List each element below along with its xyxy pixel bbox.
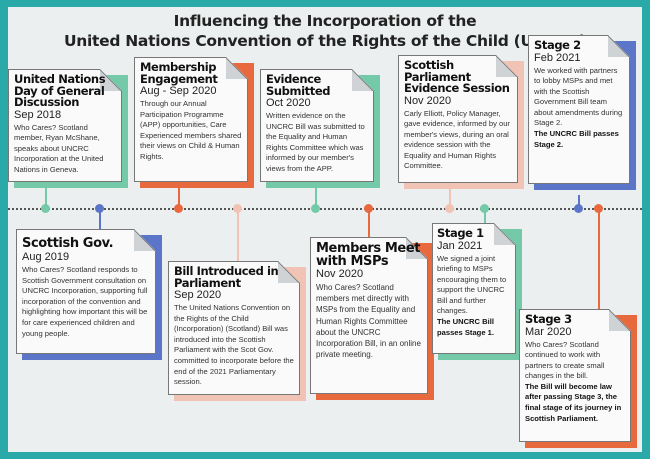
timeline-dot-stage1 — [480, 204, 489, 213]
card-text: The United Nations Convention on the Rig… — [174, 303, 294, 387]
card-date: Nov 2020 — [404, 94, 452, 107]
card-stage3: Stage 3 Mar 2020 Who Cares? Scotland con… — [519, 309, 637, 448]
timeline-dot-membership — [174, 204, 183, 213]
card-stage2: Stage 2 Feb 2021 We worked with partners… — [528, 35, 636, 190]
card-date: Oct 2020 — [266, 97, 311, 109]
card-date: Aug - Sep 2020 — [140, 85, 217, 97]
connector-stage2 — [578, 195, 580, 208]
card-date: Sep 2018 — [14, 108, 62, 121]
timeline-dot-scot-gov — [95, 204, 104, 213]
connector-bill-intro — [237, 209, 239, 261]
card-text: Who Cares? Scotland member, Ryan McShane… — [14, 122, 104, 174]
card-date: Jan 2021 — [437, 239, 483, 252]
timeline-dot-un-day — [41, 204, 50, 213]
card-text: Who Cares? Scotland responds to Scottish… — [22, 265, 148, 338]
card-text: Through our Annual Participation Program… — [140, 99, 242, 161]
card-heading: Scottish Gov. — [22, 236, 114, 251]
timeline-dot-stage3 — [594, 204, 603, 213]
card-text: Written evidence on the UNCRC Bill was s… — [266, 111, 365, 173]
connector-stage3 — [598, 209, 600, 309]
connector-scot-parl — [449, 187, 451, 208]
card-date: Mar 2020 — [525, 325, 572, 338]
card-bold-text: The Bill will become law after passing S… — [525, 381, 622, 423]
card-text: Who Cares? Scotland continued to work wi… — [525, 339, 605, 381]
connector-membership — [178, 182, 180, 208]
timeline-dot-members-meet — [364, 204, 373, 213]
card-heading: Stage 1 — [437, 226, 484, 240]
connector-members-meet — [368, 209, 370, 237]
connector-evidence — [315, 182, 317, 208]
card-heading: Stage 2 — [534, 38, 581, 52]
card-bold-text: The UNCRC Bill passes Stage 2. — [534, 129, 619, 149]
card-stage1: Stage 1 Jan 2021 We signed a joint brief… — [432, 223, 522, 360]
title-line-1: Influencing the Incorporation of the — [173, 12, 477, 30]
timeline-dot-bill-intro — [233, 204, 242, 213]
title-line-2: United Nations Convention of the Rights … — [64, 32, 586, 50]
timeline-dot-stage2 — [574, 204, 583, 213]
timeline-dot-scot-parl — [445, 204, 454, 213]
connector-scot-gov — [99, 209, 101, 237]
card-text: We worked with partners to lobby MSPs an… — [534, 65, 623, 128]
card-date: Nov 2020 — [316, 268, 364, 280]
card-date: Aug 2019 — [22, 251, 70, 263]
card-bold-text: The UNCRC Bill passes Stage 1. — [437, 317, 494, 337]
card-date: Feb 2021 — [534, 51, 581, 64]
connector-stage1 — [484, 209, 486, 223]
connector-un-day — [45, 182, 47, 208]
card-scot-gov: Scottish Gov. Aug 2019 Who Cares? Scotla… — [16, 229, 162, 360]
card-text: Who Cares? Scotland members met directly… — [316, 283, 421, 360]
card-text: Carly Elliott, Policy Manager, gave evid… — [404, 108, 510, 171]
card-date: Sep 2020 — [174, 289, 222, 301]
card-text: We signed a joint briefing to MSPs encou… — [437, 253, 507, 316]
timeline-dot-evidence — [311, 204, 320, 213]
timeline-infographic: Influencing the Incorporation of the Uni… — [8, 7, 642, 452]
card-heading: Stage 3 — [525, 312, 572, 326]
timeline-axis — [8, 208, 642, 210]
